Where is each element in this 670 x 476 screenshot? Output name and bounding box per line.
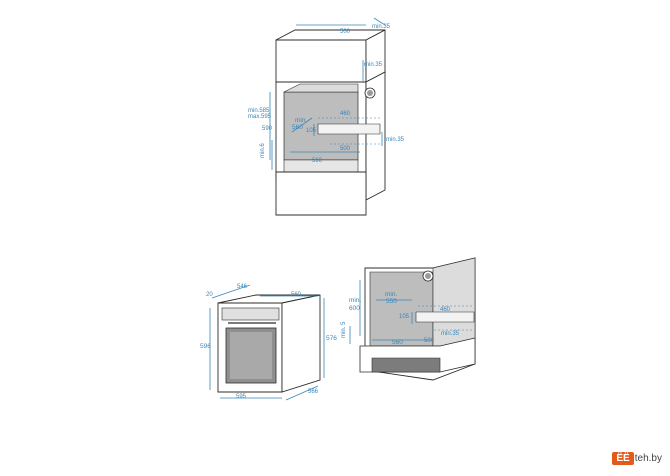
cab-label-height-min: min. — [349, 297, 361, 304]
oven-control-panel — [221, 307, 280, 321]
upper-cabinet-front — [275, 39, 367, 83]
under-counter-cabinet-diagram: min. 600 min. 550 460 105 min. 5 560 500… — [341, 257, 476, 381]
label-depth-min: min. — [295, 117, 307, 124]
oven-door-glass — [230, 332, 272, 379]
oven-label-side-height: 576 — [326, 335, 337, 342]
oven-label-top-width: 560 — [291, 292, 302, 298]
label-niche-min: min.585 — [248, 108, 270, 114]
oven-label-front-offset: 20 — [206, 292, 213, 298]
cab-label-rail-depth: 460 — [440, 307, 451, 313]
rail-shelf — [317, 123, 381, 135]
label-floor-min: min.6 — [260, 143, 266, 158]
niche-interior-top — [283, 83, 359, 93]
label-top-width: 500 — [340, 29, 351, 35]
label-width: 560 — [312, 158, 323, 164]
cab-label-floor-min: min. 5 — [341, 321, 347, 338]
oven-dimensions-diagram: 20 546 560 596 576 595 566 — [200, 284, 337, 401]
cab-label-depth-val: 550 — [386, 298, 397, 305]
cab-label-side-gap: min.35 — [441, 331, 460, 337]
cab-label-rail-height: 105 — [399, 314, 410, 320]
label-top-gap: min.35 — [372, 24, 391, 30]
label-rail-depth: 460 — [340, 111, 351, 117]
label-lower-side: min.35 — [386, 137, 405, 143]
cabinet-plinth-shadow — [371, 357, 441, 373]
oven-label-height: 596 — [200, 343, 211, 350]
column-niche-diagram: 500 min.35 min.35 min.585 max.595 590 mi… — [248, 17, 405, 216]
cabinet-rail-shelf — [415, 311, 475, 323]
cabinet-interior-back — [369, 271, 434, 347]
cab-label-floor-depth: 500 — [424, 338, 435, 344]
label-niche-height: 590 — [262, 126, 273, 132]
cab-label-width: 560 — [392, 339, 403, 346]
cab-label-height-val: 600 — [349, 305, 360, 312]
oven-label-bottom-depth: 566 — [308, 389, 319, 395]
watermark-badge: ЁЁ — [612, 451, 634, 465]
niche-right-side — [365, 71, 386, 201]
vent-hole-inner — [367, 90, 373, 96]
lower-cabinet-front — [275, 171, 367, 216]
watermark-text: teh.by — [634, 452, 662, 464]
site-watermark: ЁЁ teh.by — [612, 450, 662, 466]
oven-label-top-depth: 546 — [237, 284, 248, 290]
oven-side — [281, 294, 321, 393]
label-upper-side: min.35 — [364, 62, 383, 68]
label-floor-depth: 500 — [340, 146, 351, 152]
oven-label-bottom-width: 595 — [236, 394, 247, 400]
label-depth-val: 560 — [292, 124, 303, 131]
cab-label-depth-min: min. — [385, 291, 397, 298]
label-niche-max: max.595 — [248, 114, 272, 120]
label-rail-height: 105 — [306, 128, 317, 134]
